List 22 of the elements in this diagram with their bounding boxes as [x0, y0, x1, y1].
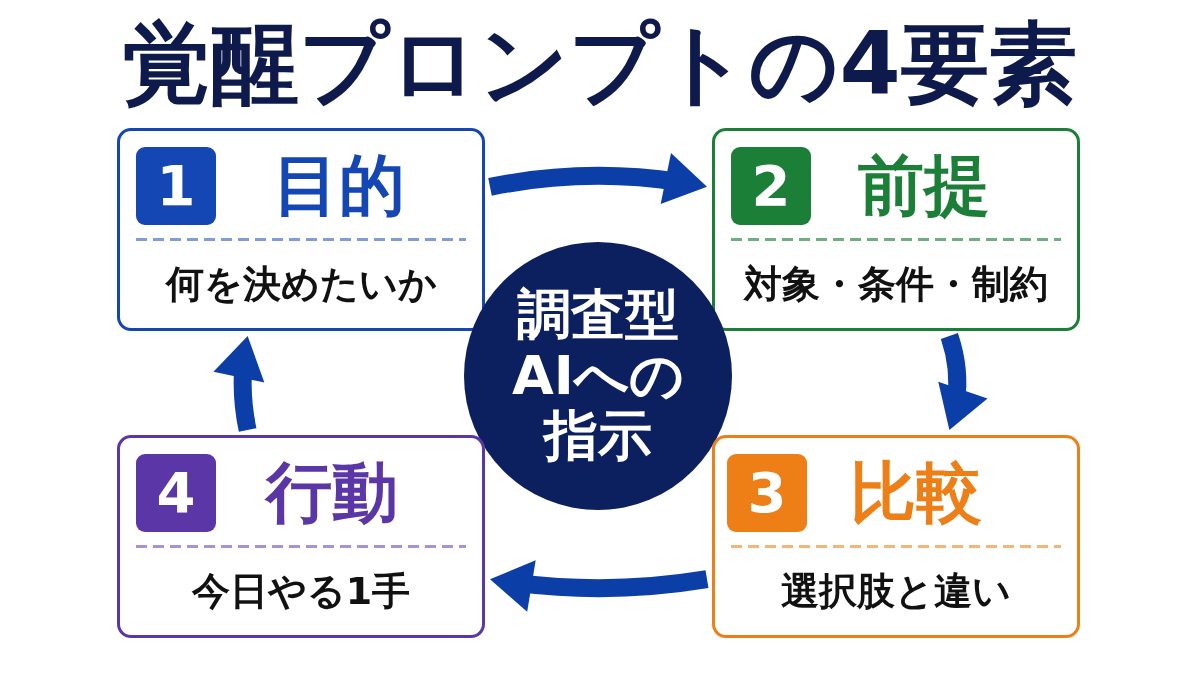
card-box [117, 128, 485, 331]
circle-text: 調査型AIへの指示 [511, 285, 685, 467]
arrow [937, 333, 987, 433]
title: 覚醒プロンプトの4要素 [123, 16, 1077, 112]
number-badge: 4 [136, 454, 216, 532]
card-box [117, 435, 485, 638]
number-badge: 3 [727, 454, 807, 532]
number-badge: 2 [731, 147, 811, 225]
card-box [712, 435, 1080, 638]
number-badge: 1 [136, 147, 216, 225]
card-heading: 前提 [858, 150, 990, 223]
card-box [712, 128, 1080, 331]
card-text: 対象・条件・制約 [744, 263, 1048, 307]
card-text: 今日やる1手 [191, 570, 411, 614]
card-heading: 目的 [273, 150, 405, 223]
arrow [488, 153, 709, 205]
arrow [214, 334, 266, 432]
arrow [488, 559, 709, 612]
card-heading: 比較 [850, 457, 982, 530]
card-heading: 行動 [266, 457, 398, 530]
card-text: 何を決めたいか [165, 263, 437, 307]
card-text: 選択肢と違い [781, 570, 1011, 614]
